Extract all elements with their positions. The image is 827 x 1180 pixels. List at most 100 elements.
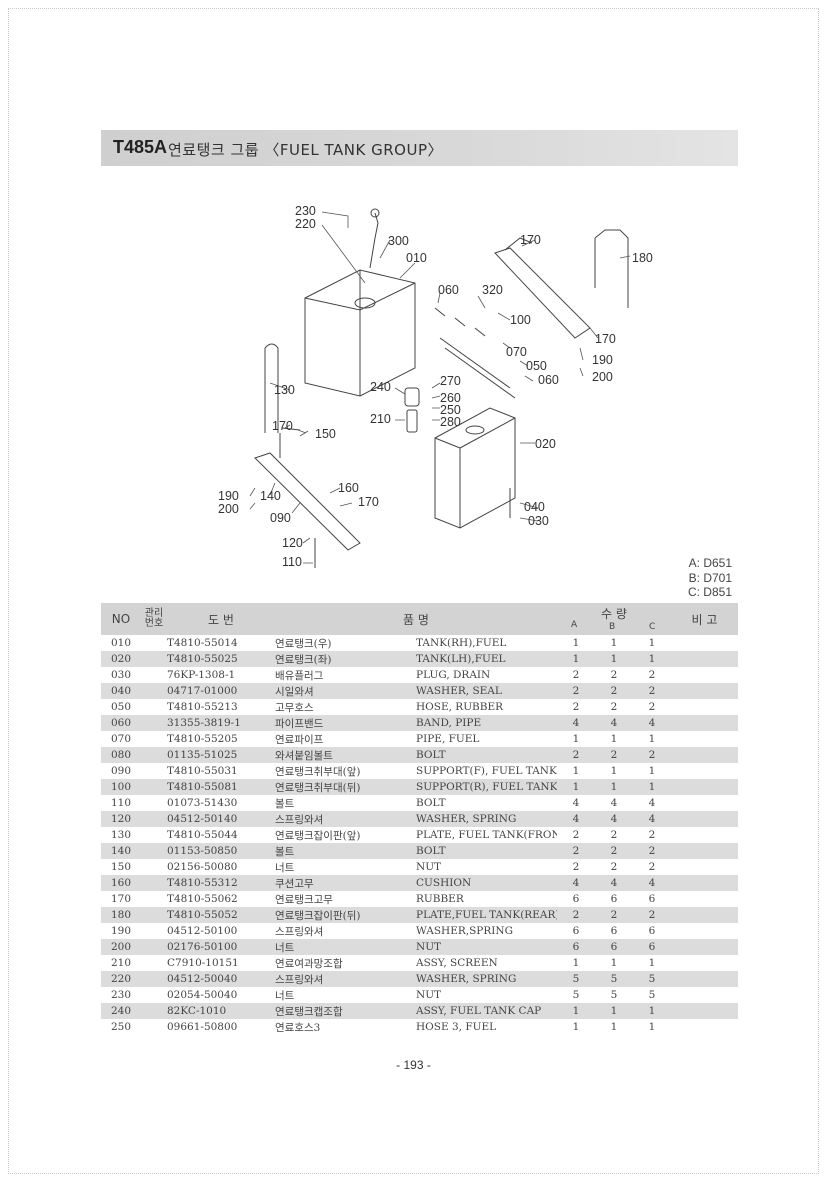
cell-remarks [671,875,738,891]
cell-qty-c: 2 [648,845,656,857]
cell-name-english: PLATE,FUEL TANK(REAR) [416,909,557,921]
cell-no: 120 [110,813,132,825]
cell-remarks [671,907,738,923]
cell-name-english: SUPPORT(R), FUEL TANK [416,781,557,793]
callout-label: 070 [506,345,527,359]
callout-label: 320 [482,283,503,297]
cell-part-no: 82KC-1010 [167,1005,227,1017]
cell-management-no [141,955,167,971]
cell-qty-a: 4 [572,877,580,889]
cell-part-no: 09661-50800 [167,1021,238,1033]
cell-remarks [671,683,738,699]
header-qty-a: A [571,620,578,630]
cell-name-english: NUT [416,861,442,873]
cell-qty-b: 4 [610,813,618,825]
cell-qty-c: 4 [648,797,656,809]
cell-remarks [671,635,738,651]
cell-remarks [671,971,738,987]
callout-label: 110 [282,555,302,569]
cell-part-no: 76KP-1308-1 [167,669,236,681]
callout-label: 300 [388,234,409,248]
cell-qty-a: 2 [572,861,580,873]
cell-qty-a: 2 [572,829,580,841]
cell-qty-b: 5 [610,973,618,985]
cell-qty-b: 1 [610,653,618,665]
cell-no: 170 [110,893,132,905]
cell-name-korean: 연료탱크잡이판(앞) [275,829,361,842]
callout-label: 190 [218,489,239,503]
cell-qty-a: 4 [572,717,580,729]
cell-name-korean: 시일와셔 [275,685,314,698]
cell-remarks [671,1003,738,1019]
cell-no: 110 [110,797,132,809]
cell-management-no [141,731,167,747]
cell-qty-b: 1 [610,1005,618,1017]
cell-qty-c: 1 [648,957,656,969]
callout-label: 030 [528,514,549,528]
cell-name-english: BOLT [416,749,446,761]
cell-name-english: BAND, PIPE [416,717,482,729]
cell-qty-b: 1 [610,957,618,969]
cell-qty-c: 4 [648,877,656,889]
cell-qty-b: 4 [610,717,618,729]
cell-qty-a: 2 [572,685,580,697]
plate-rear [594,229,629,308]
cell-part-no: T4810-55025 [167,653,238,665]
cell-management-no [141,827,167,843]
cell-no: 080 [110,749,132,761]
cell-name-korean: 연료탱크잡이판(뒤) [275,909,361,922]
cell-no: 140 [110,845,132,857]
exploded-parts-diagram: 230 220 300 010 170 180 060 320 100 170 … [218,204,653,569]
cell-no: 100 [110,781,132,793]
cell-part-no: T4810-55044 [167,829,238,841]
variant-a: A: D651 [688,556,732,570]
model-variant-legend: A: D651 B: D701 C: D851 [660,556,732,600]
cell-part-no: T4810-55014 [167,637,238,649]
cell-name-korean: 연료탱크(우) [275,637,332,650]
callout-label: 270 [440,374,461,388]
cell-remarks [671,923,738,939]
cell-qty-b: 6 [610,941,618,953]
cell-part-no: 04512-50040 [167,973,238,985]
cell-qty-c: 2 [648,669,656,681]
cell-qty-a: 2 [572,701,580,713]
callout-label: 150 [315,427,336,441]
callout-label: 180 [632,251,653,265]
cell-no: 230 [110,989,132,1001]
callout-label: 170 [520,233,541,247]
callout-label: 200 [218,502,239,516]
header-management-no: 관리 번호 [141,603,167,635]
callout-label: 170 [272,419,293,433]
cell-name-english: BOLT [416,797,446,809]
cell-qty-c: 4 [648,717,656,729]
cell-management-no [141,635,167,651]
cell-name-korean: 연료탱크(좌) [275,653,332,666]
cell-name-korean: 연료탱크캡조합 [275,1005,343,1018]
cell-name-korean: 연료여과망조합 [275,957,343,970]
cell-qty-c: 1 [648,765,656,777]
support-front [254,452,361,551]
cell-qty-b: 1 [610,1021,618,1033]
cell-name-korean: 연료탱크취부대(뒤) [275,781,361,794]
callout-label: 250 [440,403,461,417]
cell-no: 090 [110,765,132,777]
cell-qty-b: 1 [610,781,618,793]
cell-part-no: T4810-55031 [167,765,238,777]
cell-management-no [141,651,167,667]
callout-label: 190 [592,353,613,367]
cell-remarks [671,763,738,779]
cell-name-korean: 볼트 [275,797,295,810]
cell-management-no [141,667,167,683]
cell-qty-c: 6 [648,925,656,937]
callout-labels: 230 220 300 010 170 180 060 320 100 170 … [218,204,653,569]
cell-qty-a: 6 [572,893,580,905]
cell-qty-a: 5 [572,989,580,1001]
cell-remarks [671,891,738,907]
cell-remarks [671,779,738,795]
cell-qty-b: 2 [610,909,618,921]
cell-management-no [141,699,167,715]
cell-no: 030 [110,669,132,681]
